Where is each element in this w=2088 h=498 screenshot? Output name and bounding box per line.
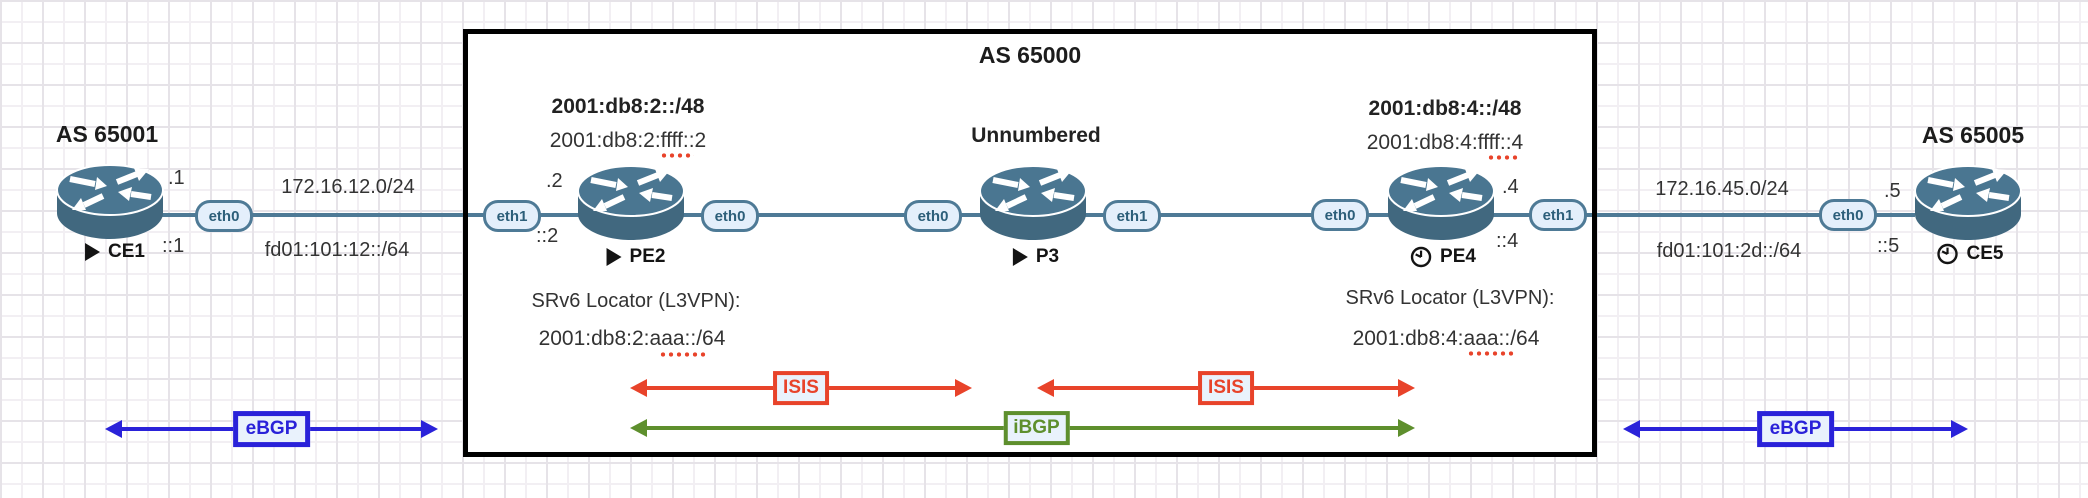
arrowhead-right (1951, 420, 1968, 438)
router-ce1 (55, 163, 165, 241)
router-pe4 (1386, 164, 1496, 242)
arrowhead-right (955, 379, 972, 397)
ce5-v4-suffix: .5 (1884, 180, 1901, 202)
interface-badge-pe4-eth0: eth0 (1311, 199, 1369, 231)
interface-badge-ce1-eth0: eth0 (195, 200, 253, 232)
arrowhead-right (1398, 419, 1415, 437)
protocol-label-ebgp: eBGP (1756, 411, 1835, 447)
box-border-overlap (463, 213, 468, 217)
play-icon (606, 248, 622, 266)
pe2-srv6-locator: 2001:db8:2:aaa::/64 (538, 327, 726, 350)
pe2-address: 2001:db8:2:ffff::2 (549, 129, 707, 152)
arrowhead-left (630, 379, 647, 397)
pe4-address: 2001:db8:4:ffff::4 (1366, 131, 1524, 154)
router-icon (577, 165, 685, 240)
router-icon (1914, 165, 2022, 240)
box-border-overlap (1592, 213, 1597, 217)
pe4-v6-suffix: ::4 (1496, 230, 1519, 252)
ce5-v6-suffix: ::5 (1877, 235, 1900, 257)
router-icon (979, 165, 1087, 240)
spellcheck-underline (661, 153, 694, 158)
arrowhead-left (105, 420, 122, 438)
node-label-p3: P3 (1012, 246, 1060, 268)
arrowhead-left (1623, 420, 1640, 438)
spellcheck-underline (660, 352, 708, 357)
node-name: CE1 (108, 241, 145, 262)
router-p3 (978, 164, 1088, 242)
router-ce5 (1913, 164, 2023, 242)
node-name: CE5 (1966, 243, 2004, 264)
router-pe2 (576, 164, 686, 242)
interface-badge-pe2-eth1: eth1 (483, 200, 541, 232)
pe2-prefix: 2001:db8:2::/48 (551, 95, 705, 118)
arrowhead-left (1037, 379, 1054, 397)
protocol-label-ebgp: eBGP (232, 411, 311, 447)
subnet-v4-pe4-ce5: 172.16.45.0/24 (1655, 178, 1789, 200)
arrowhead-right (1398, 379, 1415, 397)
spellcheck-underline (1488, 155, 1519, 160)
router-icon (56, 164, 164, 239)
arrowhead-left (630, 419, 647, 437)
interface-badge-p3-eth0: eth0 (904, 200, 962, 232)
interface-badge-pe4-eth1: eth1 (1529, 199, 1587, 231)
ce1-v4-suffix: .1 (168, 167, 185, 189)
interface-badge-pe2-eth0: eth0 (701, 200, 759, 232)
p3-unnumbered-note: Unnumbered (971, 124, 1101, 147)
arrowhead-right (421, 420, 438, 438)
clock-icon (1410, 246, 1432, 268)
protocol-label-isis: ISIS (1198, 371, 1254, 405)
pe4-srv6-title: SRv6 Locator (L3VPN): (1345, 287, 1555, 309)
pe2-v4-suffix: .2 (546, 170, 563, 192)
play-icon (1012, 248, 1028, 266)
subnet-v4-ce1-pe2: 172.16.12.0/24 (281, 176, 415, 198)
subnet-v6-pe4-ce5: fd01:101:2d::/64 (1656, 240, 1802, 262)
node-name: PE2 (629, 246, 666, 267)
pe4-v4-suffix: .4 (1502, 176, 1519, 198)
protocol-label-isis: ISIS (773, 371, 829, 405)
node-label-pe2: PE2 (606, 246, 666, 268)
protocol-label-ibgp: iBGP (1003, 411, 1070, 445)
spellcheck-underline (1468, 351, 1516, 356)
play-icon (85, 243, 101, 261)
node-label-ce1: CE1 (85, 241, 145, 263)
as-65000-label: AS 65000 (978, 42, 1082, 68)
as-65005-label: AS 65005 (1921, 122, 2025, 148)
as-65001-label: AS 65001 (55, 121, 159, 147)
as-65000-boundary-box: AS 65000 (463, 29, 1597, 457)
node-label-ce5: CE5 (1937, 243, 2004, 265)
pe2-v6-suffix: ::2 (536, 225, 559, 247)
node-name: P3 (1035, 246, 1060, 267)
node-name: PE4 (1440, 246, 1476, 267)
pe2-srv6-title: SRv6 Locator (L3VPN): (531, 290, 741, 312)
router-icon (1387, 165, 1495, 240)
subnet-v6-ce1-pe2: fd01:101:12::/64 (264, 239, 410, 261)
node-label-pe4: PE4 (1410, 246, 1476, 268)
interface-badge-p3-eth1: eth1 (1103, 200, 1161, 232)
pe4-prefix: 2001:db8:4::/48 (1368, 97, 1522, 120)
ce1-v6-suffix: ::1 (162, 235, 185, 257)
pe4-srv6-locator: 2001:db8:4:aaa::/64 (1352, 327, 1540, 350)
clock-icon (1937, 243, 1959, 265)
interface-badge-ce5-eth0: eth0 (1819, 199, 1877, 231)
